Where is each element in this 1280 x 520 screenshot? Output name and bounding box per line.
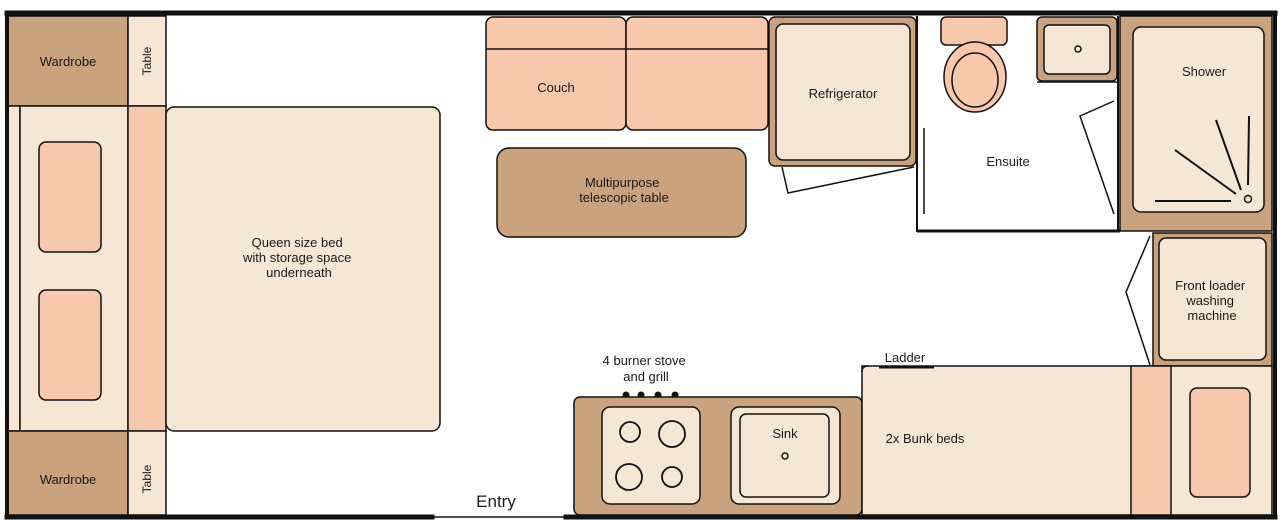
bed-strip	[127, 105, 167, 432]
refrigerator-label: Refrigerator	[809, 86, 878, 101]
bunk-beds-label: 2x Bunk beds	[886, 431, 965, 446]
side-table-bottom: Table	[127, 430, 167, 516]
pillow-bottom	[38, 289, 102, 401]
burner	[619, 421, 641, 443]
bunk-beds: 2x Bunk beds	[861, 365, 1273, 516]
shower-drain	[1243, 194, 1253, 204]
ladder: Ladder	[879, 350, 934, 369]
bunk-pillow	[1189, 387, 1251, 498]
pillow-top	[38, 141, 102, 253]
queen-bed-label: Queen size bed with storage space undern…	[242, 235, 355, 280]
bed-headboard	[7, 105, 167, 432]
burner	[658, 420, 686, 448]
burner	[615, 463, 643, 491]
washing-machine-label: Front loader washing machine	[1175, 278, 1249, 323]
queen-bed: Queen size bed with storage space undern…	[165, 106, 441, 432]
sink-drain	[781, 452, 789, 460]
telescopic-table-label: Multipurpose telescopic table	[579, 175, 669, 205]
sink: Sink	[730, 406, 841, 505]
ensuite-door-swing	[1079, 100, 1115, 215]
couch-label: Couch	[537, 80, 575, 95]
toilet	[940, 16, 1008, 113]
couch: Couch	[485, 16, 769, 131]
fridge-door-swing	[781, 166, 915, 194]
washing-machine: Front loader washing machine	[1152, 232, 1273, 367]
refrigerator: Refrigerator	[768, 16, 917, 194]
wardrobe-bottom-label: Wardrobe	[40, 472, 97, 487]
shower-spray-lines	[1155, 115, 1250, 202]
wardrobe-top: Wardrobe	[7, 15, 129, 107]
washer-door-swing	[1125, 235, 1151, 366]
shower-label: Shower	[1182, 64, 1227, 79]
wardrobe-bottom: Wardrobe	[7, 430, 129, 516]
side-table-top: Table	[127, 15, 167, 107]
ensuite-room: Ensuite	[916, 16, 1120, 233]
side-table-bottom-label: Table	[140, 464, 154, 493]
bunk-strip	[1130, 365, 1172, 516]
telescopic-table: Multipurpose telescopic table	[496, 147, 747, 238]
shower: Shower	[1119, 15, 1273, 232]
sink-label: Sink	[772, 426, 798, 441]
ladder-label: Ladder	[885, 350, 926, 365]
burner	[661, 466, 683, 488]
entry-label: Entry	[476, 492, 516, 511]
ensuite-label: Ensuite	[986, 154, 1029, 169]
stove-label: 4 burner stove and grill	[603, 353, 690, 384]
stove	[601, 406, 701, 505]
outer-walls	[4, 10, 1278, 520]
ensuite-basin	[1036, 16, 1118, 82]
side-table-top-label: Table	[140, 46, 154, 75]
wardrobe-top-label: Wardrobe	[40, 54, 97, 69]
